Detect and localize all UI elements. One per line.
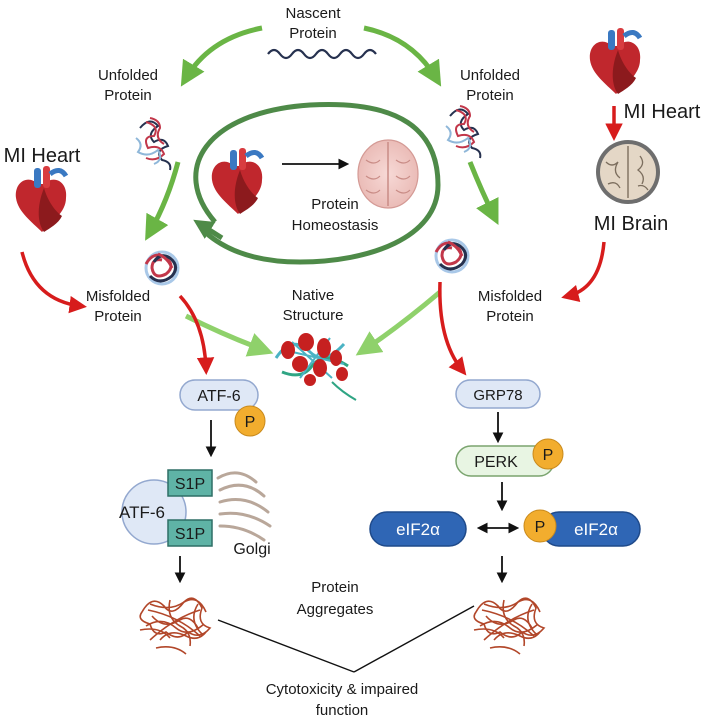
s1p-top-box <box>167 469 213 497</box>
brain-icon <box>357 139 419 209</box>
nascent-label-line2: Protein <box>289 25 337 42</box>
homeostasis-cycle-ring <box>193 101 441 265</box>
unfolded-left-label-line1: Unfolded <box>98 67 158 84</box>
mi-heart-right-icon <box>589 28 643 94</box>
nascent-label-line1: Nascent <box>285 5 341 22</box>
atf6-pill <box>179 379 259 411</box>
arrow-misfolded-right-to-native <box>355 290 442 356</box>
golgi-label: Golgi <box>233 541 270 558</box>
misfolded-left-label-line1: Misfolded <box>86 288 150 305</box>
misfolded-left-label-line2: Protein <box>94 308 142 325</box>
mi-brain-label: MI Brain <box>594 213 668 235</box>
grp78-pill <box>455 379 541 409</box>
arrow-misfolded-left-to-atf6 <box>178 294 215 375</box>
converge-line-right <box>353 605 475 673</box>
aggregate-right-icon <box>473 597 546 655</box>
mi-heart-left-icon <box>15 166 69 232</box>
mi-brain-icon <box>596 140 660 204</box>
s1p-bottom-label: S1P <box>175 526 205 543</box>
mi-heart-left-label: MI Heart <box>4 145 81 167</box>
phospho-atf6-icon <box>234 405 266 437</box>
misfolded-right-label-line2: Protein <box>486 308 534 325</box>
phospho-perk-label: P <box>543 447 554 464</box>
golgi-icon <box>216 471 272 542</box>
native-structure-label-line2: Structure <box>283 307 344 324</box>
eif2a-left-pill <box>369 511 467 547</box>
aggregates-label-line1: Protein <box>311 579 359 596</box>
converge-line-left <box>217 619 355 673</box>
arrow-unfolded-to-misfolded-right <box>467 161 499 225</box>
unfolded-protein-left-icon <box>135 117 172 171</box>
grp78-label: GRP78 <box>473 387 522 404</box>
s1p-top-label: S1P <box>175 476 205 493</box>
homeostasis-label-line1: Protein <box>311 196 359 213</box>
arrow-mi-brain-to-misfolded-right <box>561 241 606 302</box>
homeostasis-label-line2: Homeostasis <box>292 217 379 234</box>
cytotoxicity-label-line1: Cytotoxicity & impaired <box>266 681 419 698</box>
atf6-label: ATF-6 <box>197 388 240 405</box>
homeostasis-cycle-arrowhead <box>193 219 224 241</box>
unfolded-left-label-line2: Protein <box>104 87 152 104</box>
unfolded-right-label-line2: Protein <box>466 87 514 104</box>
arrow-mi-heart-to-misfolded-left <box>20 251 87 314</box>
aggregate-left-icon <box>139 597 212 655</box>
mi-heart-right-label: MI Heart <box>624 101 701 123</box>
misfolded-protein-left-icon <box>144 250 180 286</box>
eif2a-left-label: eIF2α <box>396 520 440 539</box>
cytotoxicity-label-line2: function <box>316 702 369 719</box>
misfolded-right-label-line1: Misfolded <box>478 288 542 305</box>
heart-icon <box>211 148 265 214</box>
misfolded-protein-right-icon <box>434 238 470 274</box>
phospho-eif2a-icon <box>523 509 557 543</box>
nascent-chain-icon <box>267 48 377 60</box>
atf6-golgi-label: ATF-6 <box>119 503 165 522</box>
aggregates-label-line2: Aggregates <box>297 601 374 618</box>
arrow-unfolded-to-misfolded-left <box>145 161 181 241</box>
phospho-perk-icon <box>532 438 564 470</box>
native-structure-label-line1: Native <box>292 287 335 304</box>
perk-label: PERK <box>474 454 518 471</box>
arrow-nascent-to-unfolded-left <box>180 25 263 87</box>
protein-structure-icon <box>274 333 357 401</box>
phospho-eif2a-label: P <box>535 519 546 536</box>
arrow-misfolded-right-to-grp78 <box>438 281 467 376</box>
phospho-atf6-label: P <box>245 414 256 431</box>
arrow-nascent-to-unfolded-right <box>363 25 442 87</box>
eif2a-right-label: eIF2α <box>574 520 618 539</box>
unfolded-protein-right-icon <box>445 105 482 159</box>
s1p-bottom-box <box>167 519 213 547</box>
unfolded-right-label-line1: Unfolded <box>460 67 520 84</box>
